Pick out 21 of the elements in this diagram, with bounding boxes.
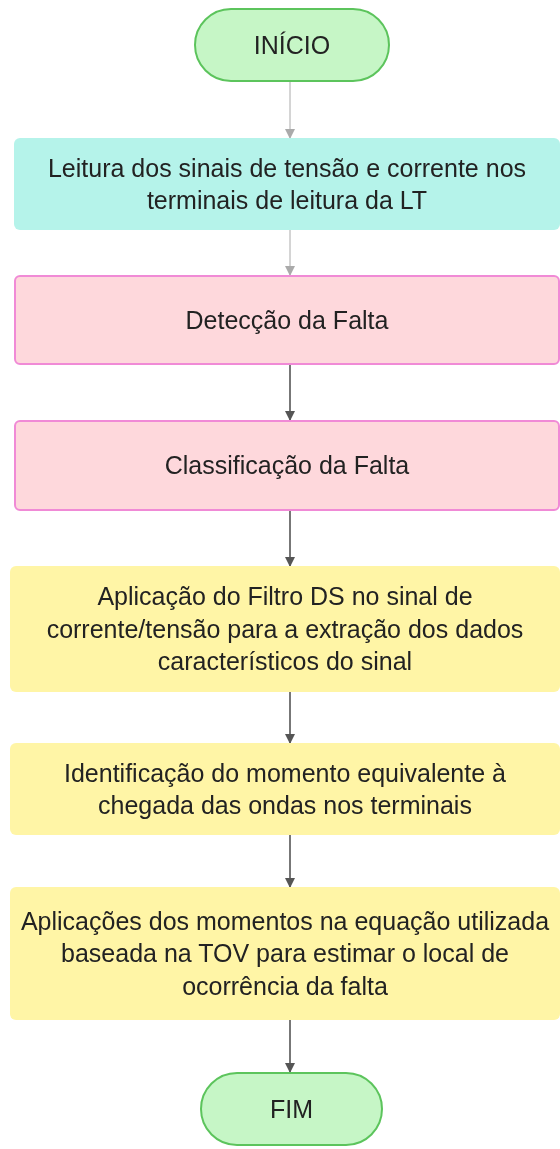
- process-box: [10, 566, 560, 692]
- process-box: [14, 138, 560, 230]
- arrow: [285, 81, 295, 139]
- arrow: [285, 834, 295, 888]
- process-box: [10, 743, 560, 835]
- process-box: [10, 887, 560, 1020]
- arrow: [285, 229, 295, 276]
- arrow: [285, 1019, 295, 1073]
- arrow: [285, 364, 295, 421]
- node-label: Classificação da Falta: [164, 450, 410, 482]
- process-box: [14, 420, 560, 511]
- node-label: Detecção da Falta: [185, 304, 389, 336]
- process-box: [14, 275, 560, 365]
- node-label: FIM: [269, 1093, 313, 1125]
- arrow: [285, 691, 295, 744]
- node-label: Aplicações dos momentos na equação utilizada baseada na TOV para estimar o local de ocorrência da falta: [19, 905, 551, 1002]
- node-label: Identificação do momento equivalente à chegada das ondas nos terminais: [63, 757, 507, 821]
- node-label: Leitura dos sinais de tensão e corrente nos terminais de leitura da LT: [46, 152, 528, 216]
- node-label: Aplicação do Filtro DS no sinal de corrente/tensão para a extração dos dados característicos do sinal: [45, 581, 525, 678]
- arrow: [285, 510, 295, 567]
- node-label: INÍCIO: [253, 29, 331, 61]
